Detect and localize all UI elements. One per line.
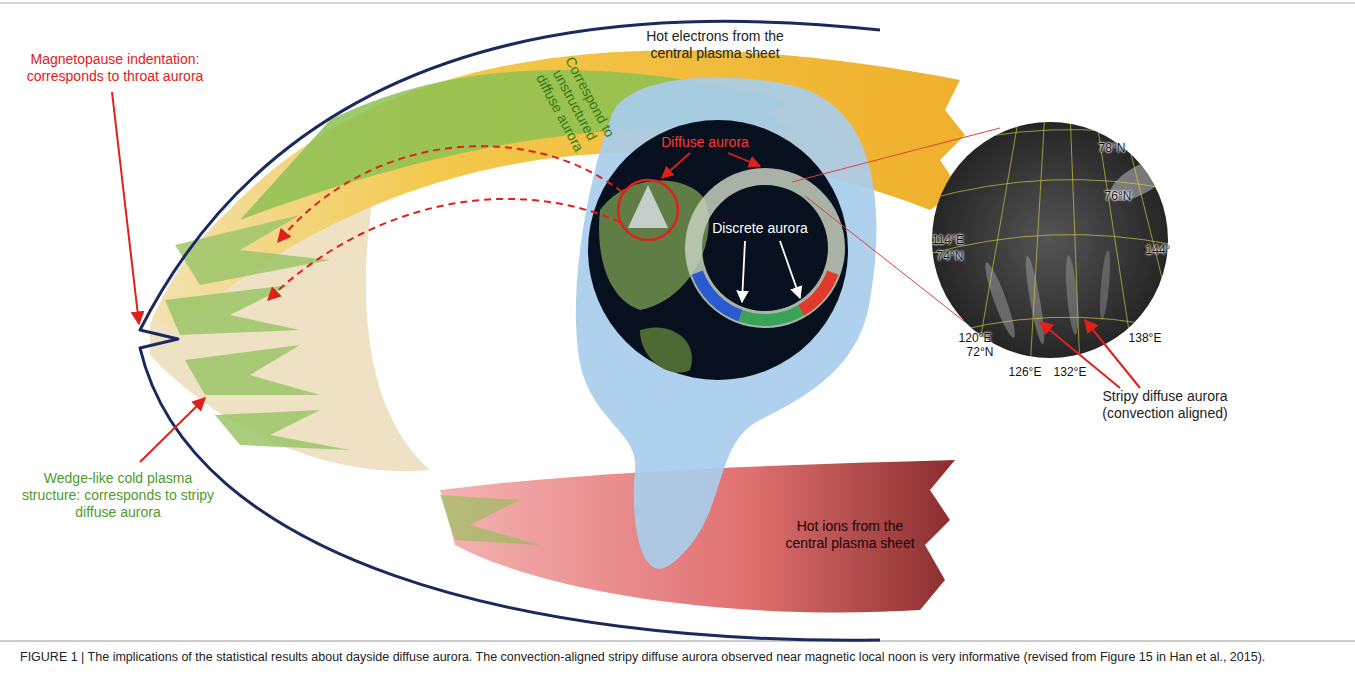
callout-label: Wedge-like cold plasma structure: corres…	[21, 470, 216, 520]
magnetopause-boundary	[140, 21, 880, 640]
discrete-aurora-arc	[740, 310, 801, 320]
coordinate-label: 132°E	[1054, 365, 1087, 379]
cusp-circle	[618, 180, 678, 240]
leader-arrow	[662, 153, 690, 178]
cusp-image	[628, 185, 668, 228]
leader-arrow	[1040, 322, 1120, 388]
wedge	[165, 285, 300, 335]
wedge	[215, 410, 350, 450]
callout-label: Diffuse aurora	[661, 134, 749, 151]
region-label: Hot ions from the central plasma sheet	[775, 518, 925, 552]
discrete-aurora-arc	[801, 273, 833, 311]
frame-rule	[0, 3, 1355, 4]
mapping-arrow	[278, 146, 622, 242]
leader-arrow	[1085, 320, 1140, 388]
coordinate-label: 114°E	[932, 233, 964, 247]
aurora-stripe	[981, 260, 1020, 339]
wedge	[440, 495, 540, 545]
wedge	[175, 215, 330, 285]
leader-arrow	[112, 92, 139, 324]
coordinate-label: 138°E	[1129, 331, 1162, 345]
region-label: Correspond to unstructured diffuse auror…	[526, 44, 623, 167]
callout-label: Magnetopause indentation: corresponds to…	[15, 51, 215, 85]
discrete-aurora-arc	[697, 273, 740, 316]
diffuse-aurora-oval	[685, 168, 845, 328]
leader-arrow	[728, 153, 760, 166]
caption-rule	[0, 641, 1355, 642]
callout-label: Stripy diffuse aurora (convection aligne…	[1083, 388, 1248, 422]
leader-arrow	[742, 241, 745, 302]
aurora-stripe	[1022, 255, 1047, 345]
wedge	[185, 345, 320, 395]
cold-plasma-wedges	[165, 215, 350, 450]
coordinate-label: 72°N	[967, 345, 994, 359]
leader-arrow	[140, 398, 205, 462]
callout-label: Discrete aurora	[712, 220, 808, 237]
all-sky-image	[932, 122, 1168, 358]
figure-caption: FIGURE 1 | The implications of the stati…	[20, 648, 1335, 667]
mapping-arrow	[268, 199, 620, 300]
plasmasphere	[576, 77, 877, 568]
leader-arrow	[780, 241, 800, 298]
aurora-glow	[1104, 151, 1177, 209]
coordinate-label: 126°E	[1009, 365, 1042, 379]
region-label: Hot electrons from the central plasma sh…	[630, 28, 800, 62]
coordinate-label: 76°N	[1105, 189, 1132, 203]
aurora-stripe	[1098, 250, 1112, 320]
coordinate-label: 74°N	[937, 249, 964, 263]
coordinate-label: 78°N	[1099, 141, 1126, 155]
coordinate-label: 120°E	[959, 331, 992, 345]
earth-disc	[588, 120, 848, 380]
continent	[640, 327, 692, 372]
coordinate-label: 144°	[1146, 243, 1171, 257]
